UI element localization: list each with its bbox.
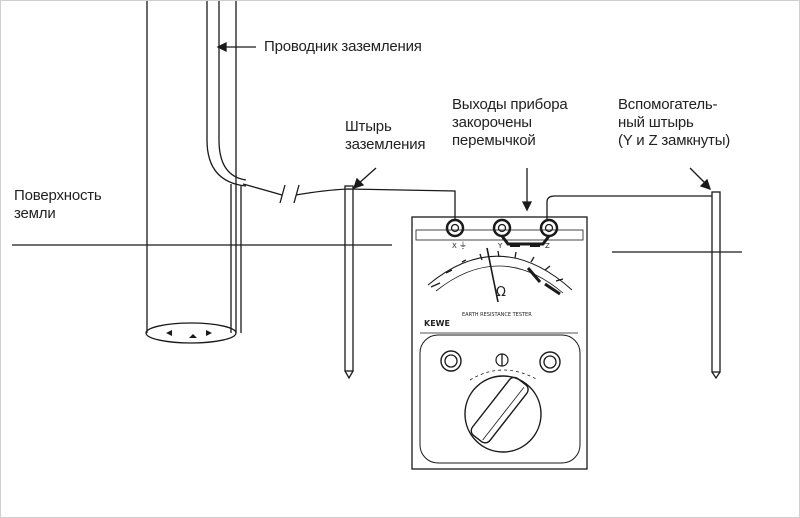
label-line: Проводник заземления [264,38,422,55]
aux-rod [711,191,721,380]
small-dial-icon [495,353,509,367]
push-button-icon [440,350,462,372]
label-shorted-outputs: Выходы прибора закорочены перемычкой [452,96,568,150]
ground-rod [344,185,354,380]
label-line: Выходы прибора [452,96,568,113]
label-line: Вспомогатель- [618,96,718,113]
label-ground-rod: Штырь заземления [345,118,425,154]
ohm-symbol: Ω [496,285,506,300]
label-line: Поверхность [14,187,102,204]
arrow-shorted-outputs [521,168,533,212]
ground-conductor [206,0,456,333]
label-ground-surface: Поверхность земли [14,187,102,223]
earth-tester-device [411,216,588,470]
terminal-label-y: Y [497,242,503,250]
meter-scale [427,247,573,303]
label-line: (Y и Z замкнуты) [618,132,731,149]
terminal-z [539,218,559,238]
label-ground-conductor: Проводник заземления [264,38,422,56]
arrow-ground-rod [352,167,377,190]
arrow-aux-rod [689,167,712,191]
label-line: закорочены [452,114,532,131]
ground-pipe [145,0,237,344]
model-caption: EARTH RESISTANCE TESTER [462,312,532,318]
terminal-label-z: Z [545,242,550,250]
label-line: земли [14,205,56,222]
label-line: заземления [345,136,426,153]
brand-label: KEWE [424,319,450,328]
device-small-text: X Y Z ⏚ Ω KEWE EARTH RESISTANCE TESTER [424,241,550,328]
aux-wire [546,195,712,220]
terminal-x [445,218,465,238]
knob-icon [464,375,542,453]
terminal-y [492,218,512,238]
terminal-label-x: X [452,242,457,250]
meter-needle [486,247,499,303]
label-aux-rod: Вспомогатель- ный штырь (Y и Z замкнуты) [618,96,730,150]
label-line: ный штырь [618,114,694,131]
jumper-bar [500,235,551,246]
ground-symbol-icon: ⏚ [459,241,467,250]
push-button-icon [539,351,561,373]
arrow-conductor-label [216,41,256,53]
label-line: Штырь [345,118,392,135]
label-line: перемычкой [452,132,536,149]
